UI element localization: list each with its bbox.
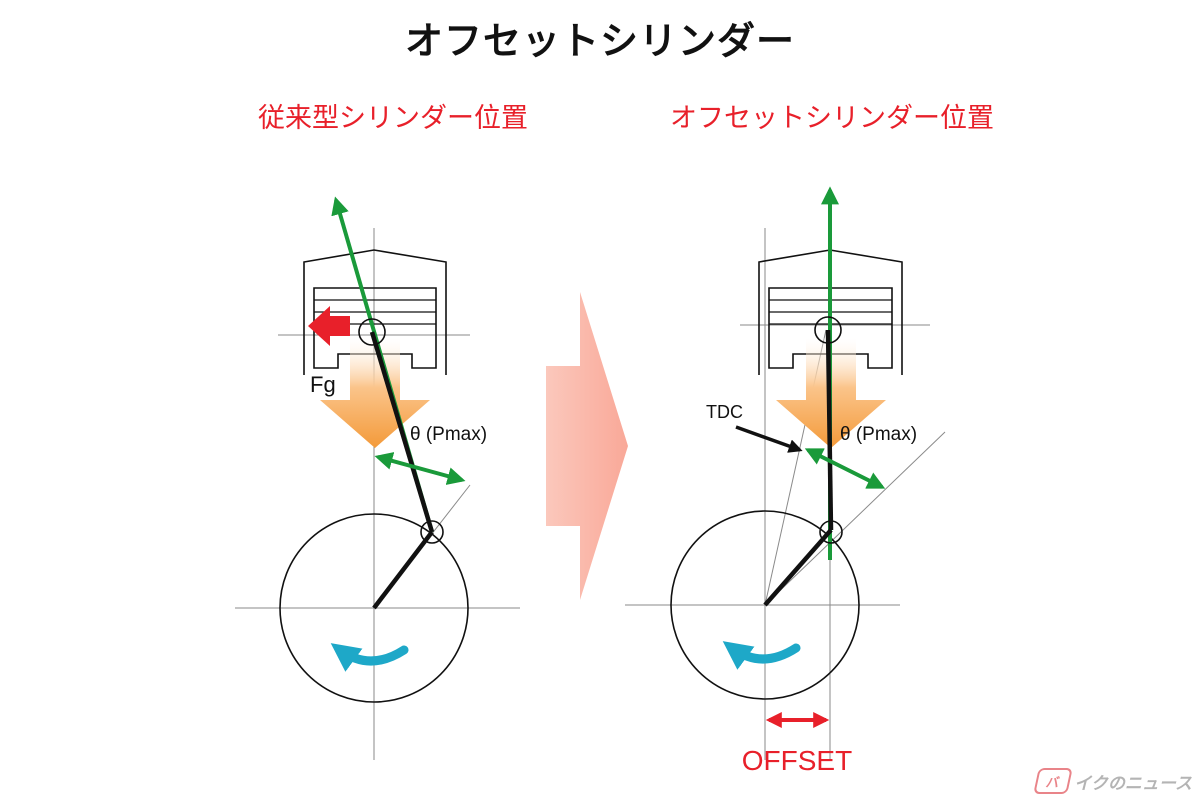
- side-force-arrow: [308, 306, 350, 346]
- right-angle-label: θ (Pmax): [840, 424, 917, 445]
- left-cylinder: [303, 249, 447, 375]
- right-rotation-arrow: [722, 641, 801, 670]
- right-connecting-rod: [825, 329, 834, 531]
- tdc-pointer-arrow: [735, 425, 803, 453]
- offset-label: OFFSET: [742, 745, 852, 776]
- right-panel-label: オフセットシリンダー位置: [670, 103, 994, 134]
- left-pressure-arrow: [320, 338, 430, 448]
- transition-arrow: [546, 292, 628, 600]
- right-angle-arrow: [804, 448, 886, 489]
- left-rotation-arrow: [330, 643, 409, 672]
- right-crank-pin: [819, 520, 843, 544]
- diagram-title: オフセットシリンダー: [404, 19, 795, 63]
- left-crank-arm: [372, 530, 434, 610]
- right-crank-arm: [763, 528, 833, 607]
- left-angle-arrow: [374, 452, 466, 485]
- right-piston-pin: [814, 316, 842, 344]
- left-piston-pin: [358, 318, 386, 346]
- left-angle-label: θ (Pmax): [410, 424, 487, 445]
- force-label: Fg: [310, 372, 336, 397]
- left-crank-circle: [279, 513, 469, 703]
- right-crank-circle: [670, 510, 860, 700]
- right-panel: TDC θ (Pmax) OFFSET: [625, 186, 946, 776]
- watermark-text: イクのニュース: [1074, 773, 1192, 794]
- left-crank-pin: [420, 520, 444, 544]
- watermark-logo: バ: [1033, 768, 1073, 794]
- left-panel-label: 従来型シリンダー位置: [258, 103, 528, 134]
- watermark: バ イクのニュース: [1033, 768, 1192, 794]
- left-panel: Fg θ (Pmax): [235, 196, 520, 760]
- left-connecting-rod: [369, 331, 435, 533]
- tdc-label: TDC: [706, 402, 743, 422]
